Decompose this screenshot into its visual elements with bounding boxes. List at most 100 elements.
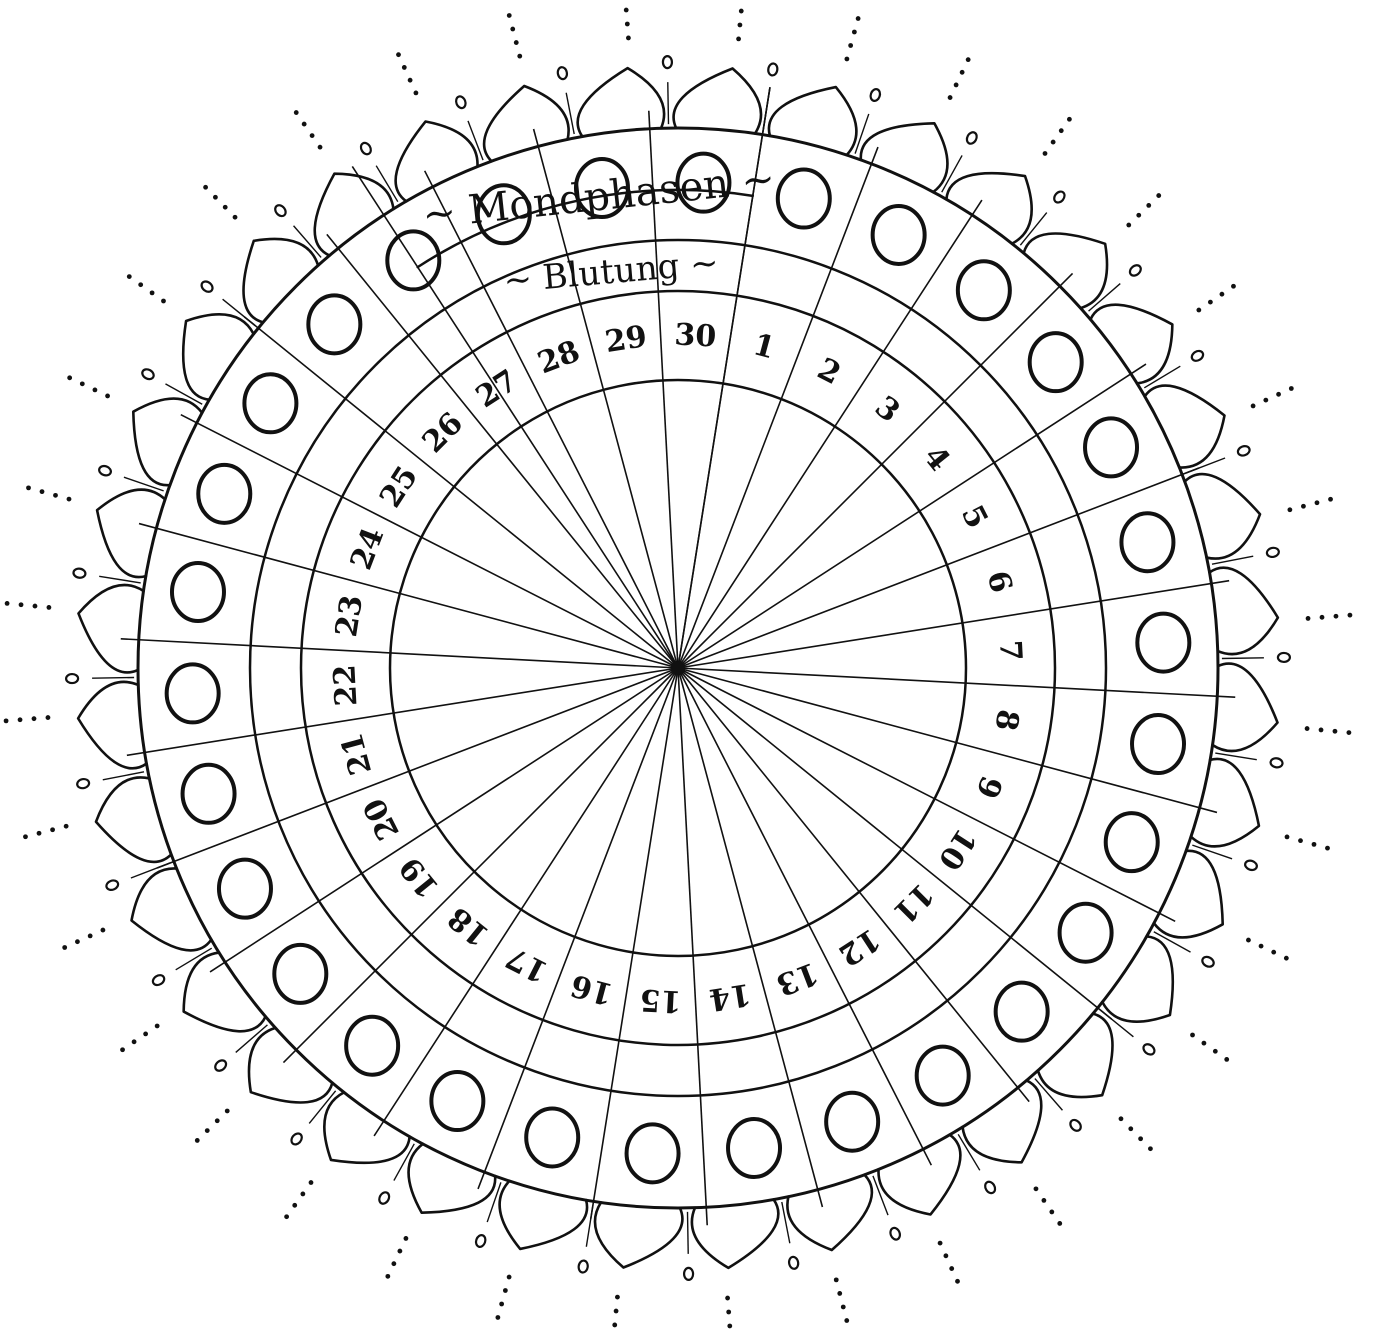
day-label: 15	[639, 981, 683, 1018]
day-label: 16	[567, 967, 616, 1012]
dot	[1126, 223, 1131, 228]
dot	[223, 205, 228, 210]
dot	[385, 1274, 390, 1279]
moon-circle	[1060, 904, 1112, 962]
dot	[284, 1214, 289, 1219]
dot	[46, 715, 51, 720]
dot	[726, 1310, 731, 1315]
moon-circle	[996, 983, 1048, 1041]
dot	[215, 1118, 220, 1123]
day-label: 17	[501, 939, 554, 989]
dot	[203, 185, 208, 190]
day-label: 26	[416, 406, 470, 460]
dot	[213, 195, 218, 200]
moon-circle	[183, 765, 235, 823]
moon-circle	[958, 261, 1010, 319]
petal-stem	[687, 1212, 688, 1254]
dot	[1334, 614, 1339, 619]
day-label: 19	[393, 850, 446, 904]
dot	[1041, 1198, 1046, 1203]
dot	[856, 16, 861, 21]
petal	[1154, 851, 1223, 938]
moon-circle	[346, 1017, 398, 1075]
small-oval	[213, 1058, 228, 1073]
moon-circle	[778, 170, 830, 228]
dot	[397, 1249, 402, 1254]
dot	[954, 83, 959, 88]
dot	[1259, 944, 1264, 949]
small-oval	[76, 778, 89, 789]
dot	[1136, 213, 1141, 218]
small-oval	[1201, 955, 1216, 969]
day-label: 21	[335, 729, 380, 778]
dot	[1348, 613, 1353, 618]
petal	[244, 239, 319, 322]
petal	[78, 682, 146, 768]
small-oval	[359, 141, 373, 156]
petal	[184, 953, 266, 1032]
dot	[318, 145, 323, 150]
dot	[150, 290, 155, 295]
dot	[18, 717, 23, 722]
spoke-line	[139, 524, 678, 668]
day-label: 10	[931, 822, 983, 876]
dot	[1306, 616, 1311, 621]
small-oval	[1244, 859, 1258, 871]
dot	[143, 1031, 148, 1036]
petal	[132, 868, 212, 950]
dot	[1301, 504, 1306, 509]
dot	[1346, 730, 1351, 735]
dot	[105, 394, 110, 399]
dot	[626, 36, 631, 41]
day-label: 1	[749, 327, 778, 366]
dot	[1128, 1126, 1133, 1131]
small-oval	[557, 66, 568, 79]
moon-circle	[219, 860, 271, 918]
day-label: 12	[832, 921, 886, 973]
small-oval	[983, 1180, 997, 1195]
day-label: 5	[954, 500, 995, 534]
spoke-line	[283, 668, 678, 1063]
spoke-line	[327, 234, 678, 668]
dot	[1224, 1057, 1229, 1062]
small-oval	[66, 674, 78, 683]
spoke-line	[678, 668, 822, 1207]
petal	[595, 1202, 682, 1267]
dot	[93, 387, 98, 392]
petal-stem	[1222, 658, 1264, 659]
moon-circle	[1030, 333, 1082, 391]
day-label: 9	[968, 771, 1008, 803]
dot	[408, 78, 413, 83]
dot	[1148, 1146, 1153, 1151]
spoke-line	[425, 171, 678, 668]
spoke-line	[678, 668, 1217, 812]
dot	[1287, 507, 1292, 512]
dot	[844, 57, 849, 62]
small-oval	[1270, 757, 1283, 768]
dot	[1285, 834, 1290, 839]
small-oval	[869, 88, 881, 102]
small-oval	[1128, 263, 1143, 278]
small-oval	[454, 95, 467, 109]
day-label: 7	[992, 639, 1028, 662]
dot	[1231, 284, 1236, 289]
moon-circle	[826, 1093, 878, 1151]
dot	[101, 928, 106, 933]
dot	[292, 1203, 297, 1208]
dot	[302, 122, 307, 127]
dot	[837, 1291, 842, 1296]
dot	[1320, 615, 1325, 620]
dot	[948, 95, 953, 100]
dot	[195, 1138, 200, 1143]
petal	[963, 1080, 1042, 1162]
dot	[1251, 404, 1256, 409]
dot	[1284, 956, 1289, 961]
moon-circle	[431, 1072, 483, 1130]
dot	[47, 605, 52, 610]
dot	[161, 299, 166, 304]
dot	[949, 1266, 954, 1271]
moon-circle	[873, 206, 925, 264]
dot	[844, 1318, 849, 1323]
petal	[878, 1135, 960, 1215]
day-label: 24	[344, 523, 392, 575]
